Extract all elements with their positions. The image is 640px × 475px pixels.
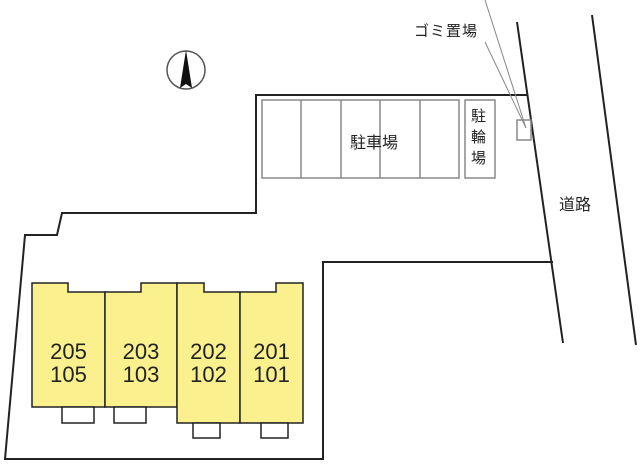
unit-203-103: 203 103: [105, 340, 177, 386]
bicycle-parking-label-1: 駐: [471, 107, 487, 125]
unit-lower: 105: [50, 362, 87, 387]
unit-205-105: 205 105: [32, 340, 105, 386]
garbage-leader-line: [484, 0, 527, 129]
building: [31, 282, 304, 424]
unit-upper: 203: [122, 339, 160, 364]
unit-lower: 103: [122, 362, 160, 387]
garbage-area-label: ゴミ置場: [414, 22, 479, 40]
unit-upper: 205: [50, 339, 87, 364]
unit-upper: 201: [253, 339, 290, 364]
garbage-area: [516, 119, 532, 141]
unit-lower: 101: [253, 362, 290, 387]
unit-201-101: 201 101: [240, 340, 303, 386]
unit-upper: 202: [190, 339, 227, 364]
bicycle-parking: [464, 99, 496, 179]
entry-steps: [61, 406, 289, 439]
road-label: 道路: [559, 195, 592, 214]
north-arrow-icon: [166, 50, 206, 90]
unit-202-102: 202 102: [177, 340, 240, 386]
bicycle-parking-label-3: 場: [471, 149, 487, 167]
road-edge-right: [591, 14, 637, 346]
unit-lower: 102: [190, 362, 227, 387]
bicycle-parking-label-2: 輪: [471, 128, 487, 146]
parking-lot: [261, 99, 460, 179]
parking-lot-label: 駐車場: [350, 133, 399, 152]
lot-boundary: [3, 94, 553, 460]
road-edge-left: [516, 21, 564, 344]
